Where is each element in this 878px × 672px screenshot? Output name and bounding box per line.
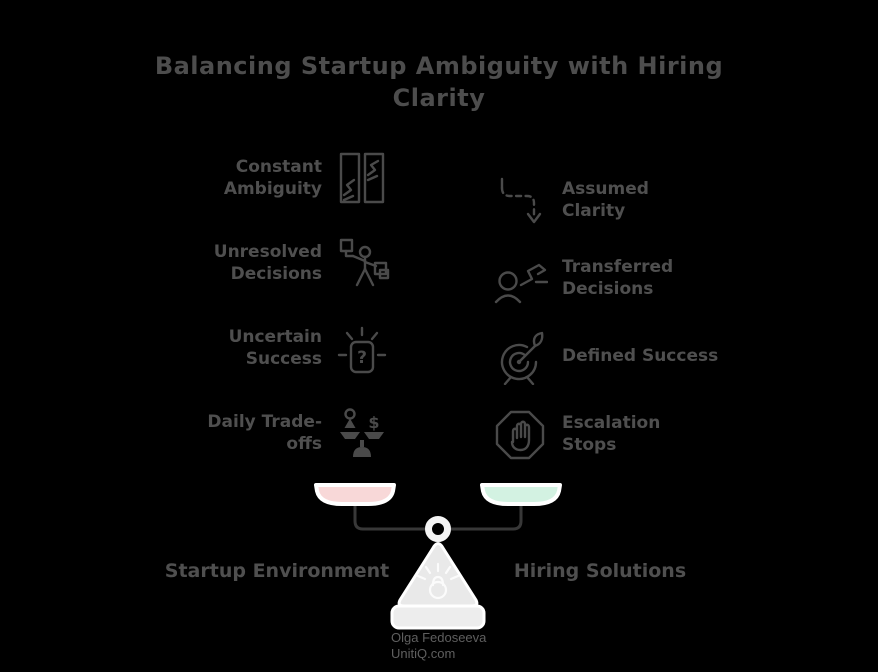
list-item-constant-ambiguity: Constant Ambiguity: [128, 148, 390, 210]
item-label: Assumed Clarity: [562, 179, 649, 221]
person-juggling-boxes-icon: [334, 236, 390, 292]
item-label: Escalation Stops: [562, 413, 661, 455]
attribution-site: UnitiQ.com: [391, 645, 456, 661]
item-label: Daily Trade-offs: [207, 412, 322, 454]
svg-text:$: $: [368, 413, 379, 432]
page-title: Balancing Startup Ambiguity with Hiring …: [154, 52, 724, 113]
balance-scale-graphic: [314, 483, 562, 630]
list-item-transferred-decisions: Transferred Decisions: [492, 248, 802, 310]
list-item-assumed-clarity: Assumed Clarity: [492, 170, 802, 232]
item-label: Defined Success: [562, 346, 719, 367]
dashed-elbow-arrow-down-icon: [492, 173, 548, 229]
list-item-daily-trade-offs: Daily Trade-offs $: [128, 403, 390, 465]
list-item-unresolved-decisions: Unresolved Decisions: [128, 233, 390, 295]
right-pan: [480, 483, 562, 506]
mini-balance-person-dollar-icon: $: [334, 406, 390, 462]
panels-zigzag-icon: [334, 151, 390, 207]
question-card-shine-icon: ?: [334, 321, 390, 377]
item-label: Unresolved Decisions: [213, 242, 322, 284]
pivot-ring: [425, 516, 451, 542]
stop-hand-octagon-icon: [492, 407, 548, 463]
item-label: Transferred Decisions: [562, 257, 674, 299]
attribution-author: Olga Fedoseeva: [391, 630, 487, 645]
item-label: Constant Ambiguity: [223, 157, 322, 199]
hiring-items-column: Assumed Clarity Transferred Decisions: [492, 170, 802, 466]
person-forward-arrow-icon: [492, 251, 548, 307]
lightbulb-icon: [416, 562, 460, 600]
list-item-uncertain-success: Uncertain Success ?: [128, 318, 390, 380]
target-dart-icon: [492, 329, 548, 385]
hiring-solutions-label: Hiring Solutions: [513, 560, 687, 582]
startup-items-column: Constant Ambiguity Unresolved Decisions: [128, 148, 390, 465]
stand-pedestal: [390, 604, 486, 630]
left-pan: [314, 483, 396, 506]
item-label: Uncertain Success: [228, 327, 322, 369]
svg-text:?: ?: [357, 348, 367, 368]
list-item-escalation-stops: Escalation Stops: [492, 404, 802, 466]
list-item-defined-success: Defined Success: [492, 326, 802, 388]
attribution: Olga Fedoseeva UnitiQ.com: [391, 630, 486, 661]
startup-environment-label: Startup Environment: [164, 560, 390, 582]
